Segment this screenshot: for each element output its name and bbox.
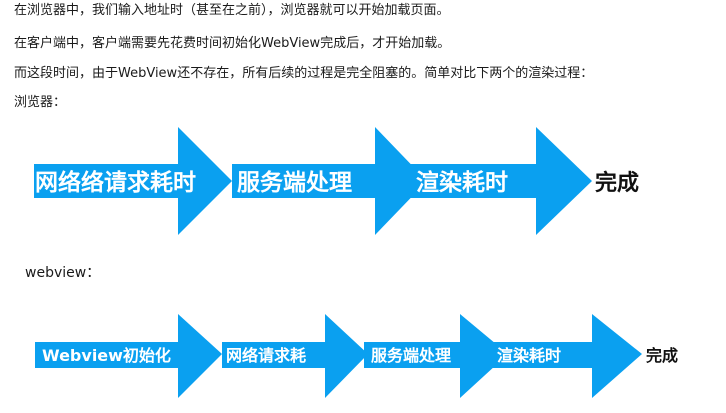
arrow-wv-step-2: [222, 314, 368, 398]
browser-step-2-label: 服务端处理: [237, 170, 352, 196]
label-webview-flow: webview：: [25, 265, 101, 281]
webview-step-4-label: 渲染耗时: [497, 346, 561, 365]
webview-step-2-label: 网络请求耗: [226, 346, 306, 365]
browser-step-3-label: 渲染耗时: [416, 169, 508, 196]
browser-step-1-label: 网络络请求耗时: [35, 169, 196, 196]
browser-flow-diagram: 网络络请求耗时 服务端处理 渲染耗时 完成: [34, 127, 639, 235]
arrow-step-3: [405, 127, 592, 235]
paragraph-blocking-note: 而这段时间，由于WebView还不存在，所有后续的过程是完全阻塞的。简单对比下两…: [14, 66, 594, 81]
arrow-wv-step-1: [35, 314, 222, 398]
paragraph-browser-load: 在浏览器中，我们输入地址时（甚至在之前），浏览器就可以开始加载页面。: [14, 3, 450, 18]
webview-step-3-label: 服务端处理: [371, 346, 451, 365]
browser-done-label: 完成: [595, 170, 639, 196]
arrow-wv-step-3: [364, 314, 508, 398]
webview-step-1-label: Webview初始化: [42, 346, 171, 365]
browser-flow-arrows: [34, 127, 592, 235]
paragraph-client-init: 在客户端中，客户端需要先花费时间初始化WebView完成后，才开始加载。: [14, 36, 451, 51]
label-browser-flow: 浏览器：: [14, 95, 67, 110]
arrow-step-1: [34, 127, 232, 235]
webview-done-label: 完成: [646, 346, 678, 365]
arrow-step-2: [232, 127, 427, 235]
webview-flow-arrows: [35, 314, 642, 398]
webview-flow-diagram: Webview初始化 网络请求耗 服务端处理 渲染耗时 完成: [35, 314, 678, 398]
arrow-wv-step-4: [490, 314, 642, 398]
